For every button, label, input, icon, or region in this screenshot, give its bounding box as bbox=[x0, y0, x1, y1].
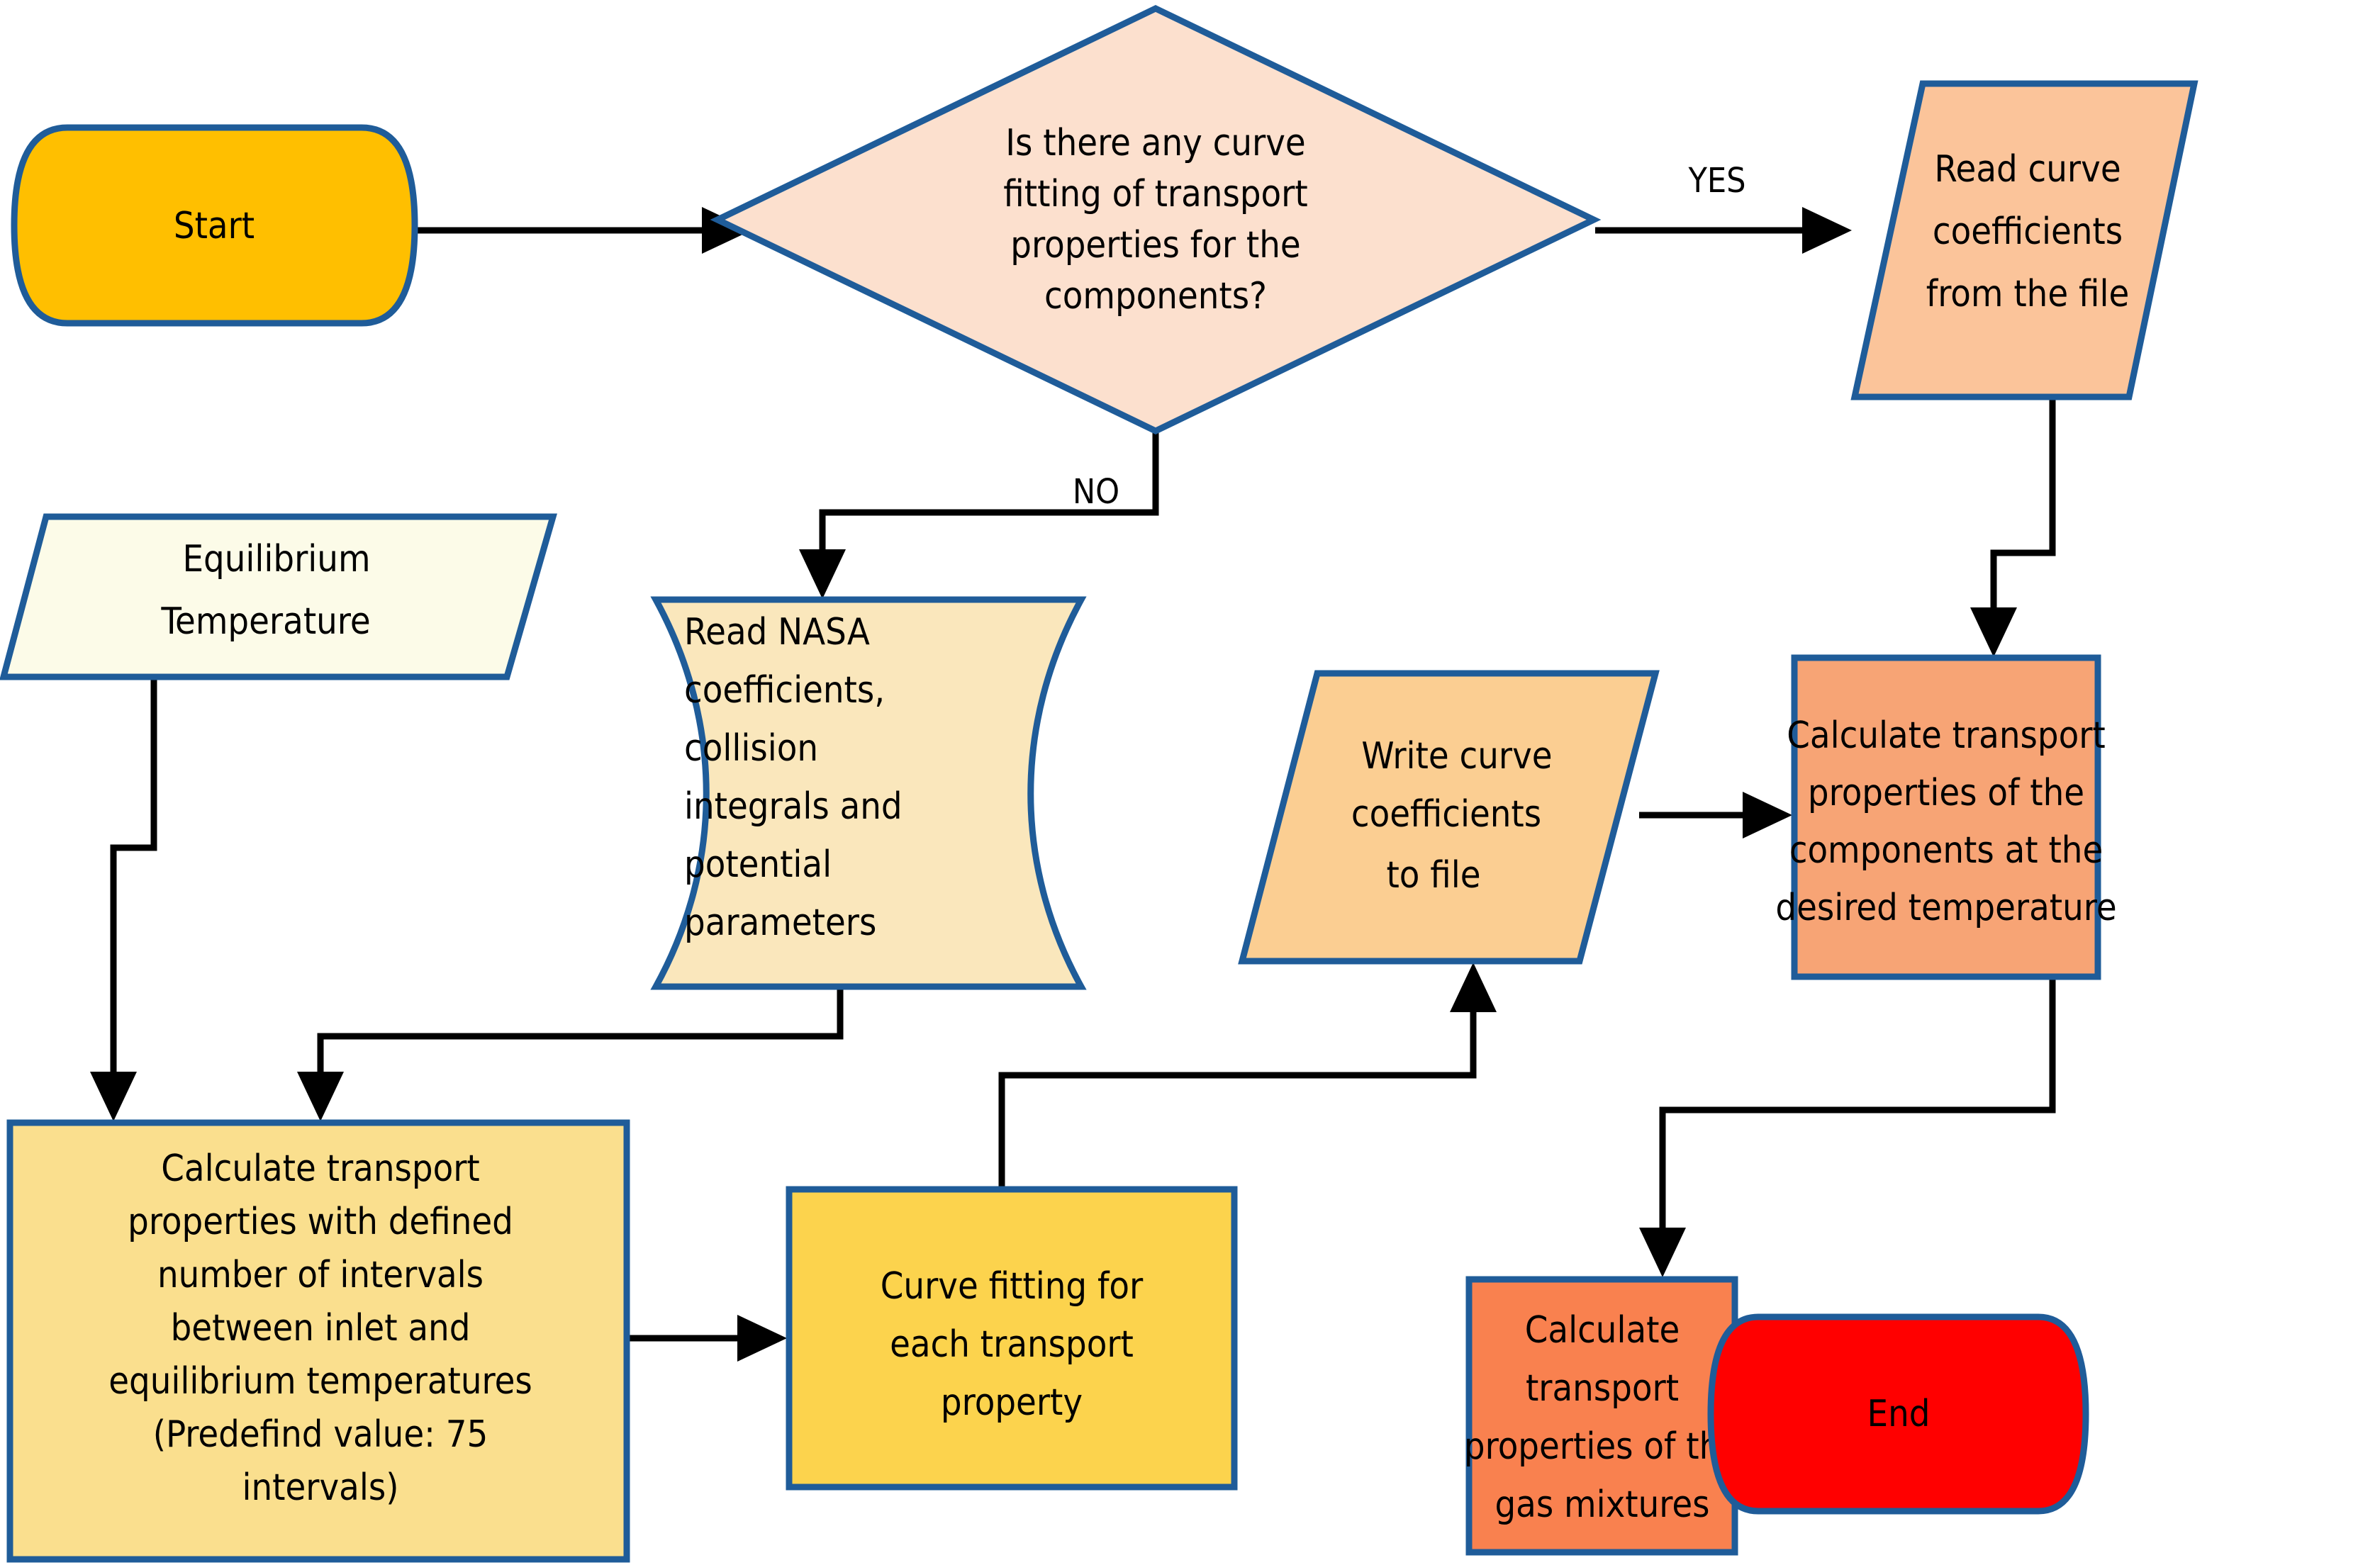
equilibrium-temp-shape bbox=[0, 513, 557, 680]
edge-read-curve-to-calc-components bbox=[1970, 399, 2056, 657]
calc-components-line-2: properties of the bbox=[1808, 772, 2084, 814]
decision-line-4: components? bbox=[1044, 275, 1267, 318]
start-label: Start bbox=[174, 205, 255, 247]
calc-intervals-line-5: equilibrium temperatures bbox=[108, 1360, 532, 1403]
edge-start-to-decision bbox=[411, 207, 752, 254]
calc-intervals-line-6: (Predefind value: 75 bbox=[153, 1413, 488, 1456]
gas-mixtures-shape bbox=[1465, 1276, 1738, 1556]
calc-components-line-4: desired temperature bbox=[1775, 887, 2116, 929]
edge-equilibrium-to-calc-intervals bbox=[90, 678, 157, 1121]
gas-mixtures-line-4: gas mixtures bbox=[1495, 1483, 1709, 1526]
calc-components-line-1: Calculate transport bbox=[1787, 714, 2106, 757]
equilibrium-temp-line-1: Equilibrium bbox=[182, 538, 370, 580]
calc-intervals-line-2: properties with defined bbox=[128, 1201, 513, 1243]
read-curve-line-1: Read curve bbox=[1934, 148, 2121, 191]
calc-intervals-line-3: number of intervals bbox=[157, 1254, 484, 1296]
node-read-curve[interactable]: Read curve coefficients from the file bbox=[1850, 80, 2199, 400]
read-curve-line-2: coefficients bbox=[1933, 211, 2123, 253]
calc-components-line-3: components at the bbox=[1789, 829, 2104, 872]
write-curve-shape bbox=[1238, 670, 1660, 965]
edge-label-no: NO bbox=[1073, 472, 1119, 512]
read-nasa-line-3: collision bbox=[684, 727, 818, 770]
curve-fitting-shape bbox=[786, 1186, 1238, 1491]
calc-intervals-shape bbox=[6, 1119, 630, 1563]
calc-intervals-line-1: Calculate transport bbox=[161, 1148, 480, 1190]
node-end[interactable]: End bbox=[1707, 1313, 2089, 1515]
decision-shape bbox=[710, 5, 1602, 434]
node-write-curve[interactable]: Write curve coefficients to file bbox=[1238, 670, 1660, 965]
gas-mixtures-line-2: transport bbox=[1526, 1367, 1679, 1410]
edge-write-curve-to-calc-components bbox=[1639, 792, 1792, 838]
end-label: End bbox=[1867, 1393, 1931, 1435]
read-nasa-line-6: parameters bbox=[684, 902, 876, 944]
read-curve-shape bbox=[1850, 80, 2199, 400]
edge-curve-fitting-to-write-curve bbox=[998, 963, 1497, 1188]
read-nasa-line-1: Read NASA bbox=[684, 611, 870, 654]
edge-decision-to-read-curve bbox=[1595, 207, 1852, 254]
curve-fitting-line-3: property bbox=[941, 1381, 1083, 1424]
gas-mixtures-line-3: properties of the bbox=[1464, 1425, 1741, 1468]
decision-line-2: fitting of transport bbox=[1003, 173, 1307, 215]
node-decision[interactable]: Is there any curve fitting of transport … bbox=[710, 5, 1602, 434]
edge-decision-to-read-nasa bbox=[799, 431, 1159, 599]
end-shape bbox=[1707, 1313, 2089, 1515]
gas-mixtures-line-1: Calculate bbox=[1525, 1309, 1680, 1352]
write-curve-line-3: to file bbox=[1386, 854, 1480, 897]
equilibrium-temp-line-2: Temperature bbox=[160, 600, 370, 643]
curve-fitting-line-2: each transport bbox=[890, 1323, 1134, 1366]
node-curve-fitting[interactable]: Curve fitting for each transport propert… bbox=[786, 1186, 1238, 1491]
read-nasa-line-5: potential bbox=[684, 843, 832, 886]
write-curve-line-1: Write curve bbox=[1361, 735, 1552, 778]
decision-line-1: Is there any curve bbox=[1005, 122, 1305, 164]
curve-fitting-line-1: Curve fitting for bbox=[881, 1265, 1144, 1308]
calc-components-shape bbox=[1791, 654, 2101, 980]
edge-calc-intervals-to-curve-fitting bbox=[627, 1315, 787, 1362]
decision-line-3: properties for the bbox=[1010, 224, 1300, 267]
calc-intervals-line-7: intervals) bbox=[242, 1466, 399, 1509]
node-equilibrium-temp[interactable]: Equilibrium Temperature bbox=[0, 513, 557, 680]
node-calc-components[interactable]: Calculate transport properties of the co… bbox=[1775, 654, 2117, 980]
read-nasa-line-2: coefficients, bbox=[684, 669, 885, 712]
calc-intervals-line-4: between inlet and bbox=[171, 1307, 471, 1350]
node-start[interactable]: Start bbox=[11, 124, 418, 327]
edge-read-nasa-to-calc-intervals bbox=[297, 987, 844, 1121]
edge-calc-components-to-gas-mixtures bbox=[1639, 977, 2056, 1277]
read-nasa-shape bbox=[650, 596, 1087, 990]
node-calc-intervals[interactable]: Calculate transport properties with defi… bbox=[6, 1119, 630, 1563]
read-curve-line-3: from the file bbox=[1926, 273, 2129, 315]
start-shape bbox=[11, 124, 418, 327]
edge-label-yes: YES bbox=[1687, 161, 1745, 201]
node-gas-mixtures[interactable]: Calculate transport properties of the ga… bbox=[1464, 1276, 1741, 1556]
read-nasa-line-4: integrals and bbox=[684, 785, 903, 828]
write-curve-line-2: coefficients bbox=[1351, 793, 1541, 836]
node-read-nasa[interactable]: Read NASA coefficients, collision integr… bbox=[650, 596, 1087, 990]
